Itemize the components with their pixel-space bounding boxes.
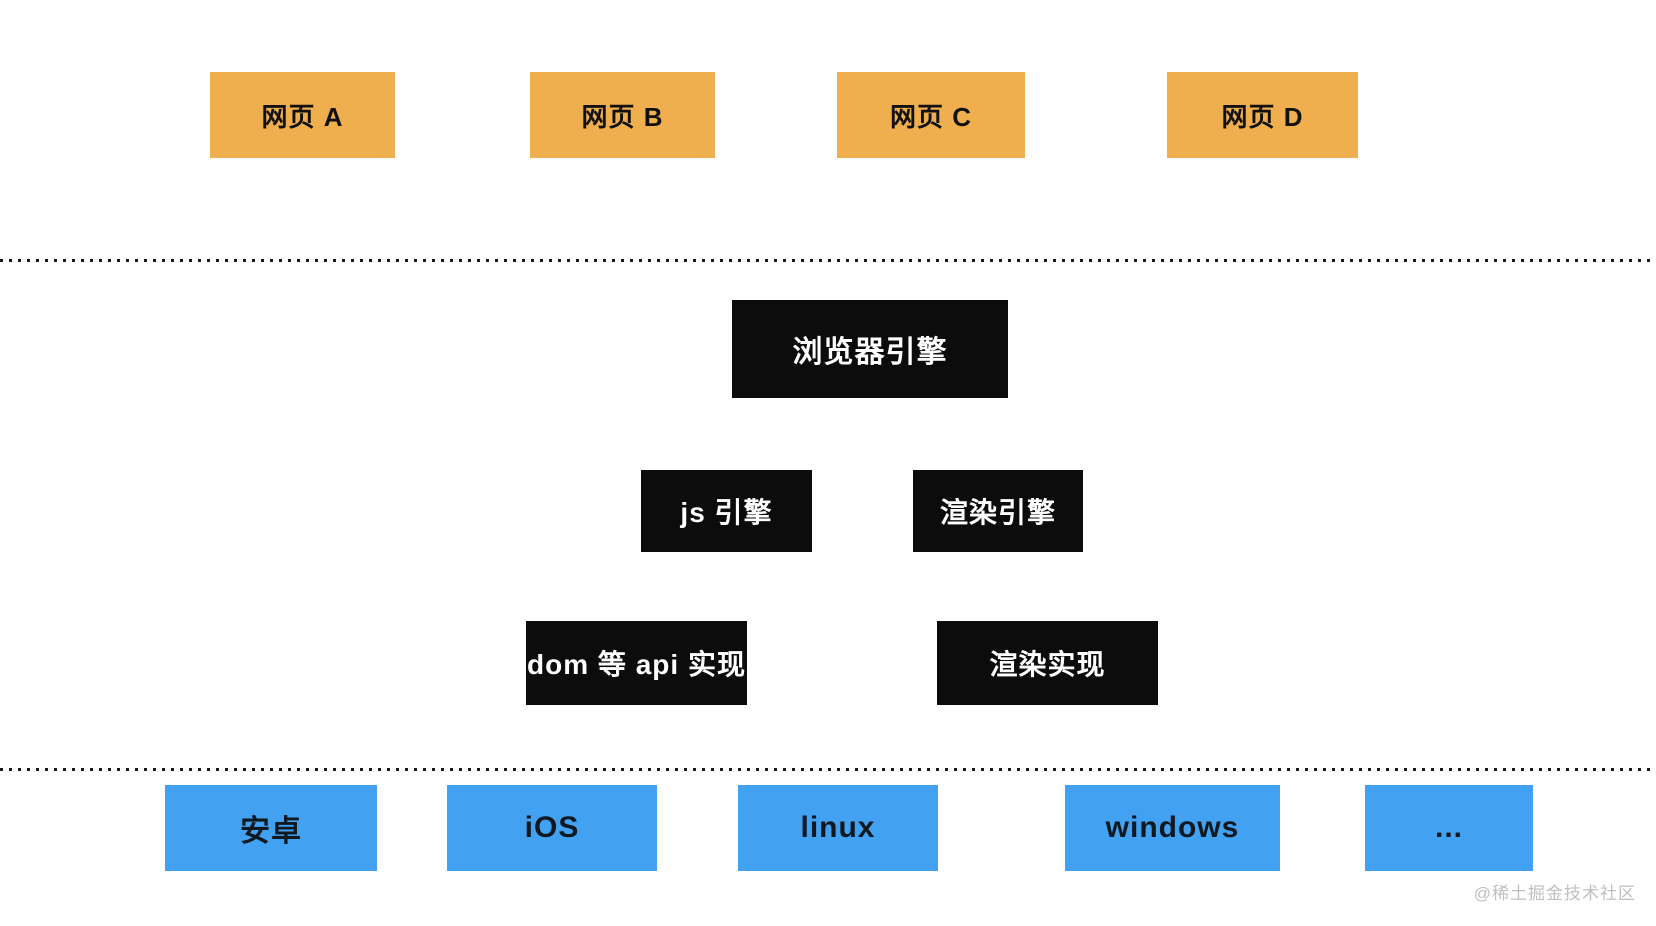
render-impl-box: 渲染实现	[937, 621, 1158, 705]
dom-api-impl-box: dom 等 api 实现	[526, 621, 747, 705]
divider-dotted-top	[0, 259, 1656, 262]
divider-dotted-bottom	[0, 768, 1656, 771]
render-engine-box: 渲染引擎	[913, 470, 1083, 552]
platform-android-box: 安卓	[165, 785, 377, 871]
platform-windows-box: windows	[1065, 785, 1280, 871]
webpage-a-box: 网页 A	[210, 72, 395, 158]
browser-engine-box: 浏览器引擎	[732, 300, 1008, 398]
webpage-d-box: 网页 D	[1167, 72, 1358, 158]
js-engine-box: js 引擎	[641, 470, 812, 552]
platform-more-box: ...	[1365, 785, 1533, 871]
platform-ios-box: iOS	[447, 785, 657, 871]
watermark-text: @稀土掘金技术社区	[1473, 884, 1636, 903]
webpage-b-box: 网页 B	[530, 72, 715, 158]
platform-linux-box: linux	[738, 785, 938, 871]
webpage-c-box: 网页 C	[837, 72, 1025, 158]
